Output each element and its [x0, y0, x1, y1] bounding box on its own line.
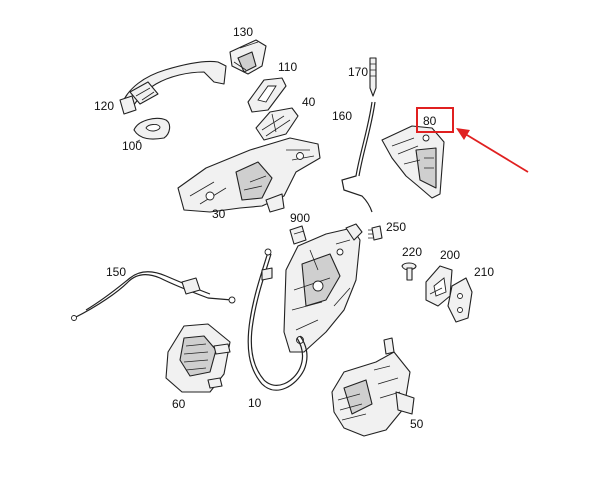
callout-80: 80 [423, 114, 437, 128]
handle-carrier-part[interactable] [177, 137, 321, 213]
lock-knob-rod-part[interactable] [369, 57, 377, 97]
callout-100: 100 [122, 139, 142, 153]
callout-40: 40 [302, 95, 316, 109]
highlight-arrow [456, 128, 529, 173]
callout-220: 220 [402, 245, 422, 259]
module-part-60[interactable] [165, 323, 231, 393]
callout-900: 900 [290, 211, 310, 225]
bolt-part-220[interactable] [401, 262, 417, 281]
screw-part-250[interactable] [368, 225, 383, 241]
callout-160: 160 [332, 109, 352, 123]
callout-110: 110 [278, 60, 297, 74]
striker-part-200[interactable] [425, 265, 453, 307]
bracket-clip-part[interactable] [255, 107, 299, 141]
door-lock-part[interactable] [283, 223, 363, 353]
actuating-rod-part[interactable] [341, 101, 376, 213]
bowden-cable-part-150[interactable] [71, 271, 236, 321]
callout-150: 150 [106, 265, 126, 279]
callout-60: 60 [172, 397, 186, 411]
leader-100 [135, 139, 141, 143]
callout-170: 170 [348, 65, 368, 79]
actuation-cable-part-10[interactable] [247, 248, 308, 391]
callout-120: 120 [94, 99, 114, 113]
bracket-part-80[interactable] [381, 125, 445, 199]
handle-cap-part[interactable] [229, 39, 267, 75]
callout-130: 130 [233, 25, 253, 39]
callout-250: 250 [386, 220, 406, 234]
connector-part-900[interactable] [289, 225, 307, 245]
callout-50: 50 [410, 417, 424, 431]
callout-200: 200 [440, 248, 460, 262]
highlight-box [416, 107, 454, 133]
gasket-part[interactable] [247, 77, 287, 113]
callout-10: 10 [248, 396, 262, 410]
handle-seal-part[interactable] [133, 117, 171, 140]
callout-210: 210 [474, 265, 494, 279]
door-handle-part[interactable] [119, 60, 227, 115]
callout-30: 30 [212, 207, 226, 221]
cover-plate-part-210[interactable] [447, 277, 473, 323]
rear-lock-part-50[interactable] [331, 337, 415, 437]
